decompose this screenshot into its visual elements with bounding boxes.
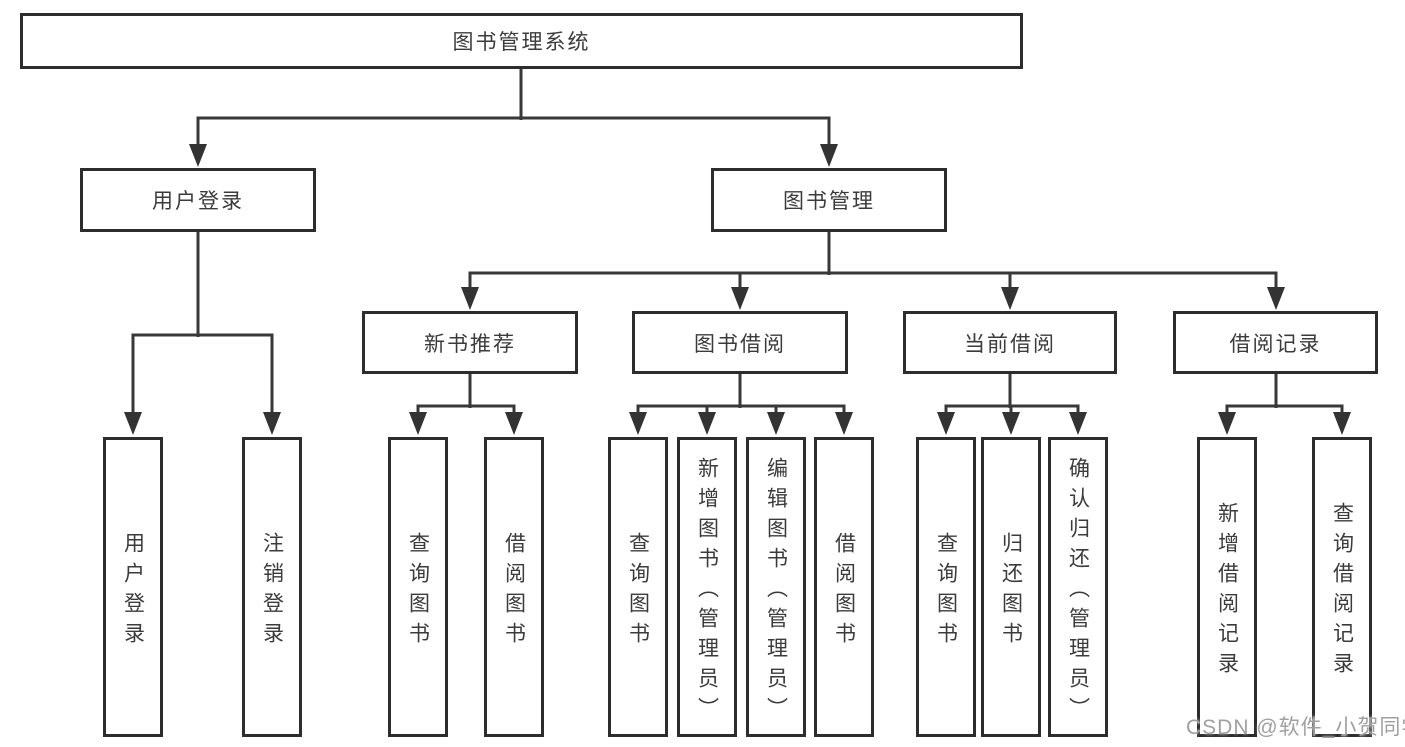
- leaf-query-books-borrowing-label: 查询图书: [626, 531, 650, 652]
- leaf-user-login: 用户登录: [103, 437, 163, 737]
- connector-level2-rail: [196, 116, 831, 146]
- arrowhead-borrow-records: [1267, 287, 1285, 310]
- leaf-query-books-current-label: 查询图书: [934, 531, 958, 652]
- node-book-management: 图书管理: [711, 168, 947, 232]
- leaf-borrow-books-borrowing-label: 借阅图书: [832, 531, 856, 652]
- leaf-borrow-books-recommend-label: 借阅图书: [502, 531, 526, 652]
- arrowhead-leaf-query-books-recommend: [409, 412, 427, 435]
- connector-borrowing-rail: [636, 404, 846, 414]
- arrowhead-leaf-logout: [263, 412, 281, 435]
- leaf-confirm-return-admin: 确认归还（管理员）: [1048, 437, 1108, 737]
- arrowhead-leaf-confirm-return: [1069, 412, 1087, 435]
- arrowhead-user-login-branch: [189, 144, 207, 167]
- node-book-borrowing-label: 图书借阅: [694, 332, 786, 356]
- arrowhead-leaf-add-book: [698, 412, 716, 435]
- node-current-borrowing-label: 当前借阅: [964, 332, 1056, 356]
- arrowhead-new-recommend: [461, 287, 479, 310]
- node-new-book-recommend: 新书推荐: [362, 311, 578, 374]
- arrowhead-leaf-query-books-borrowing: [629, 412, 647, 435]
- node-current-borrowing: 当前借阅: [903, 311, 1117, 374]
- node-borrow-records: 借阅记录: [1173, 311, 1378, 374]
- leaf-query-books-recommend-label: 查询图书: [406, 531, 430, 652]
- leaf-edit-book-admin: 编辑图书（管理员）: [746, 437, 806, 737]
- leaf-logout: 注销登录: [242, 437, 302, 737]
- node-new-book-recommend-label: 新书推荐: [424, 332, 516, 356]
- node-borrow-records-label: 借阅记录: [1229, 332, 1322, 356]
- leaf-borrow-books-borrowing: 借阅图书: [814, 437, 874, 737]
- leaf-add-borrow-record: 新增借阅记录: [1197, 437, 1257, 737]
- connector-user-login-rail: [131, 333, 274, 414]
- leaf-add-borrow-record-label: 新增借阅记录: [1215, 501, 1239, 682]
- leaf-return-book: 归还图书: [981, 437, 1041, 737]
- connector-recommend-rail: [416, 404, 516, 414]
- leaf-logout-label: 注销登录: [260, 531, 284, 652]
- arrowhead-leaf-edit-book: [767, 412, 785, 435]
- leaf-query-books-recommend: 查询图书: [388, 437, 448, 737]
- arrowhead-book-mgmt-branch: [820, 144, 838, 167]
- arrowhead-leaf-add-record: [1218, 412, 1236, 435]
- node-user-login: 用户登录: [80, 168, 316, 232]
- leaf-return-book-label: 归还图书: [999, 531, 1023, 652]
- connector-level3-rail: [468, 271, 1278, 289]
- arrowhead-leaf-return-book: [1002, 412, 1020, 435]
- node-user-login-label: 用户登录: [152, 190, 244, 213]
- leaf-query-books-current: 查询图书: [916, 437, 976, 737]
- leaf-add-book-admin-label: 新增图书（管理员）: [695, 456, 719, 727]
- arrowhead-leaf-borrow-books-recommend: [505, 412, 523, 435]
- leaf-user-login-label: 用户登录: [121, 531, 145, 652]
- arrowhead-current-borrowing: [1001, 287, 1019, 310]
- leaf-query-borrow-record-label: 查询借阅记录: [1330, 501, 1354, 682]
- node-book-borrowing: 图书借阅: [632, 311, 848, 374]
- node-root: 图书管理系统: [20, 13, 1023, 69]
- arrowhead-leaf-query-books-current: [937, 412, 955, 435]
- leaf-edit-book-admin-label: 编辑图书（管理员）: [764, 456, 788, 727]
- arrowhead-leaf-user-login: [124, 412, 142, 435]
- arrowhead-book-borrowing: [731, 287, 749, 310]
- leaf-borrow-books-recommend: 借阅图书: [484, 437, 544, 737]
- leaf-add-book-admin: 新增图书（管理员）: [677, 437, 737, 737]
- node-book-management-label: 图书管理: [783, 190, 875, 213]
- leaf-confirm-return-admin-label: 确认归还（管理员）: [1066, 456, 1090, 727]
- arrowhead-leaf-borrow-books-borrowing: [835, 412, 853, 435]
- connector-records-rail: [1225, 404, 1344, 414]
- leaf-query-borrow-record: 查询借阅记录: [1312, 437, 1372, 737]
- leaf-query-books-borrowing: 查询图书: [608, 437, 668, 737]
- csdn-watermark: CSDN @软件_小贺同学: [1186, 716, 1405, 739]
- arrowhead-leaf-query-record: [1333, 412, 1351, 435]
- node-root-label: 图书管理系统: [452, 31, 591, 54]
